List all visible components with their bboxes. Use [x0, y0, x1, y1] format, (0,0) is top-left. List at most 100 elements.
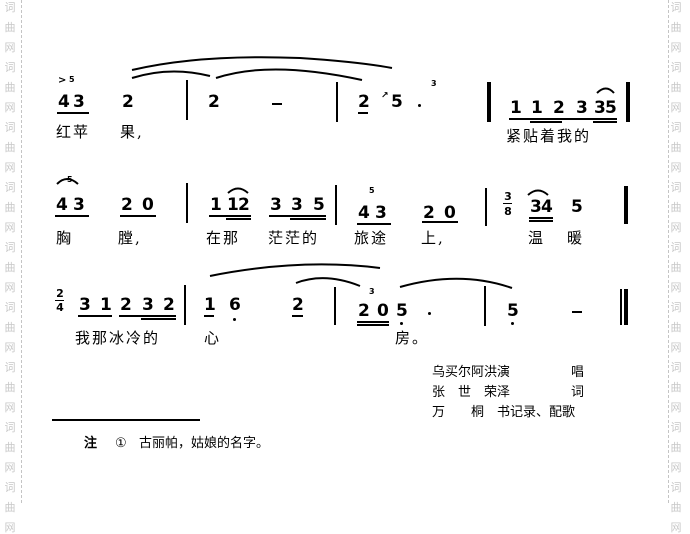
lyric: 房。	[395, 329, 430, 347]
note: 5	[507, 301, 519, 321]
barline	[184, 285, 186, 325]
note: 5	[396, 301, 408, 321]
note: 4	[56, 195, 68, 215]
lyric: 紧贴着我的	[506, 127, 592, 145]
note: 1	[210, 195, 222, 215]
beam-underline	[357, 321, 389, 323]
note: 1	[100, 295, 112, 315]
watermark-char: 网	[4, 281, 16, 294]
watermark-char: 曲	[670, 441, 682, 454]
lyric: 红苹	[56, 123, 91, 141]
augmentation-dot	[428, 312, 431, 315]
final-barline-thin	[620, 289, 622, 325]
watermark-char: 网	[4, 101, 16, 114]
watermark-char: 曲	[670, 81, 682, 94]
extension-dash	[572, 311, 582, 313]
barline	[334, 287, 336, 325]
watermark-char: 词	[4, 61, 16, 74]
time-sig-top: 2	[56, 287, 64, 300]
footnote-label: 注	[84, 436, 98, 451]
note: 0	[142, 195, 154, 215]
barline	[624, 186, 628, 224]
augmentation-dot	[418, 104, 421, 107]
note: 3	[73, 195, 85, 215]
watermark-char: 网	[670, 401, 682, 414]
watermark-char: 曲	[4, 381, 16, 394]
watermark-char: 网	[670, 521, 682, 534]
grace-note: 5	[69, 75, 75, 84]
beam-underline	[78, 315, 112, 317]
lyric: 茫茫的	[268, 229, 320, 247]
credit-name: 张 世 荣泽	[432, 385, 511, 400]
note: 3	[576, 98, 588, 118]
note: 2	[120, 295, 132, 315]
grace-note: 3	[431, 79, 437, 88]
note: 2	[292, 295, 304, 315]
watermark-char: 曲	[4, 501, 16, 514]
watermark-char: 词	[670, 421, 682, 434]
watermark-char: 曲	[4, 141, 16, 154]
watermark-char: 词	[670, 61, 682, 74]
beam-underline	[55, 215, 89, 217]
lyric: 心	[204, 329, 222, 347]
final-barline-thick	[624, 289, 628, 325]
lyric: 旅途	[354, 229, 389, 247]
beam-underline	[209, 215, 251, 217]
lyric: 在那	[206, 229, 241, 247]
note: 5	[391, 92, 403, 112]
note: 5	[605, 98, 617, 118]
note: 3	[73, 92, 85, 112]
note: 1	[531, 98, 543, 118]
barline	[484, 286, 486, 326]
credit-name: 万 桐 书记录、配歌	[432, 405, 576, 420]
watermark-char: 网	[670, 461, 682, 474]
watermark-char: 词	[670, 361, 682, 374]
watermark-char: 词	[670, 301, 682, 314]
lyric: 温	[528, 229, 546, 247]
note: 2	[121, 195, 133, 215]
beam-underline	[422, 221, 458, 223]
watermark-char: 曲	[670, 321, 682, 334]
watermark-char: 网	[4, 401, 16, 414]
note: 1	[227, 195, 239, 215]
watermark-char: 词	[670, 121, 682, 134]
watermark-divider-left	[21, 0, 22, 503]
watermark-char: 词	[670, 1, 682, 14]
barline	[487, 82, 491, 122]
note: 3	[594, 98, 606, 118]
beam-underline	[509, 118, 617, 120]
watermark-left: 词曲网词曲网词曲网词曲网词曲网词曲网词曲网词曲网词曲网	[0, 0, 22, 534]
beam-underline	[120, 215, 156, 217]
note: 1	[510, 98, 522, 118]
credit-role: 唱	[571, 365, 585, 380]
watermark-char: 词	[4, 421, 16, 434]
grace-note: 3	[369, 287, 375, 296]
watermark-char: 网	[4, 161, 16, 174]
lyric: 上,	[421, 229, 445, 247]
credit-role: 词	[571, 385, 585, 400]
watermark-char: 网	[4, 341, 16, 354]
note: 6	[229, 295, 241, 315]
watermark-char: 曲	[670, 201, 682, 214]
watermark-char: 曲	[4, 81, 16, 94]
accent-mark: >	[58, 75, 67, 86]
beam-underline	[57, 112, 89, 114]
lower-octave-dot	[400, 322, 403, 325]
beam-underline	[357, 223, 391, 225]
watermark-char: 词	[670, 481, 682, 494]
watermark-char: 网	[4, 521, 16, 534]
time-sig-line	[503, 203, 512, 204]
time-sig-top: 3	[504, 190, 512, 203]
watermark-char: 曲	[670, 261, 682, 274]
watermark-char: 曲	[670, 141, 682, 154]
footnote-rule	[52, 419, 200, 421]
watermark-char: 曲	[4, 441, 16, 454]
note: 2	[358, 301, 370, 321]
barline	[336, 82, 338, 122]
beam-underline-2	[290, 218, 326, 220]
barline	[335, 185, 337, 225]
watermark-char: 曲	[670, 21, 682, 34]
watermark-char: 曲	[4, 201, 16, 214]
note: 5	[313, 195, 325, 215]
watermark-char: 词	[670, 181, 682, 194]
